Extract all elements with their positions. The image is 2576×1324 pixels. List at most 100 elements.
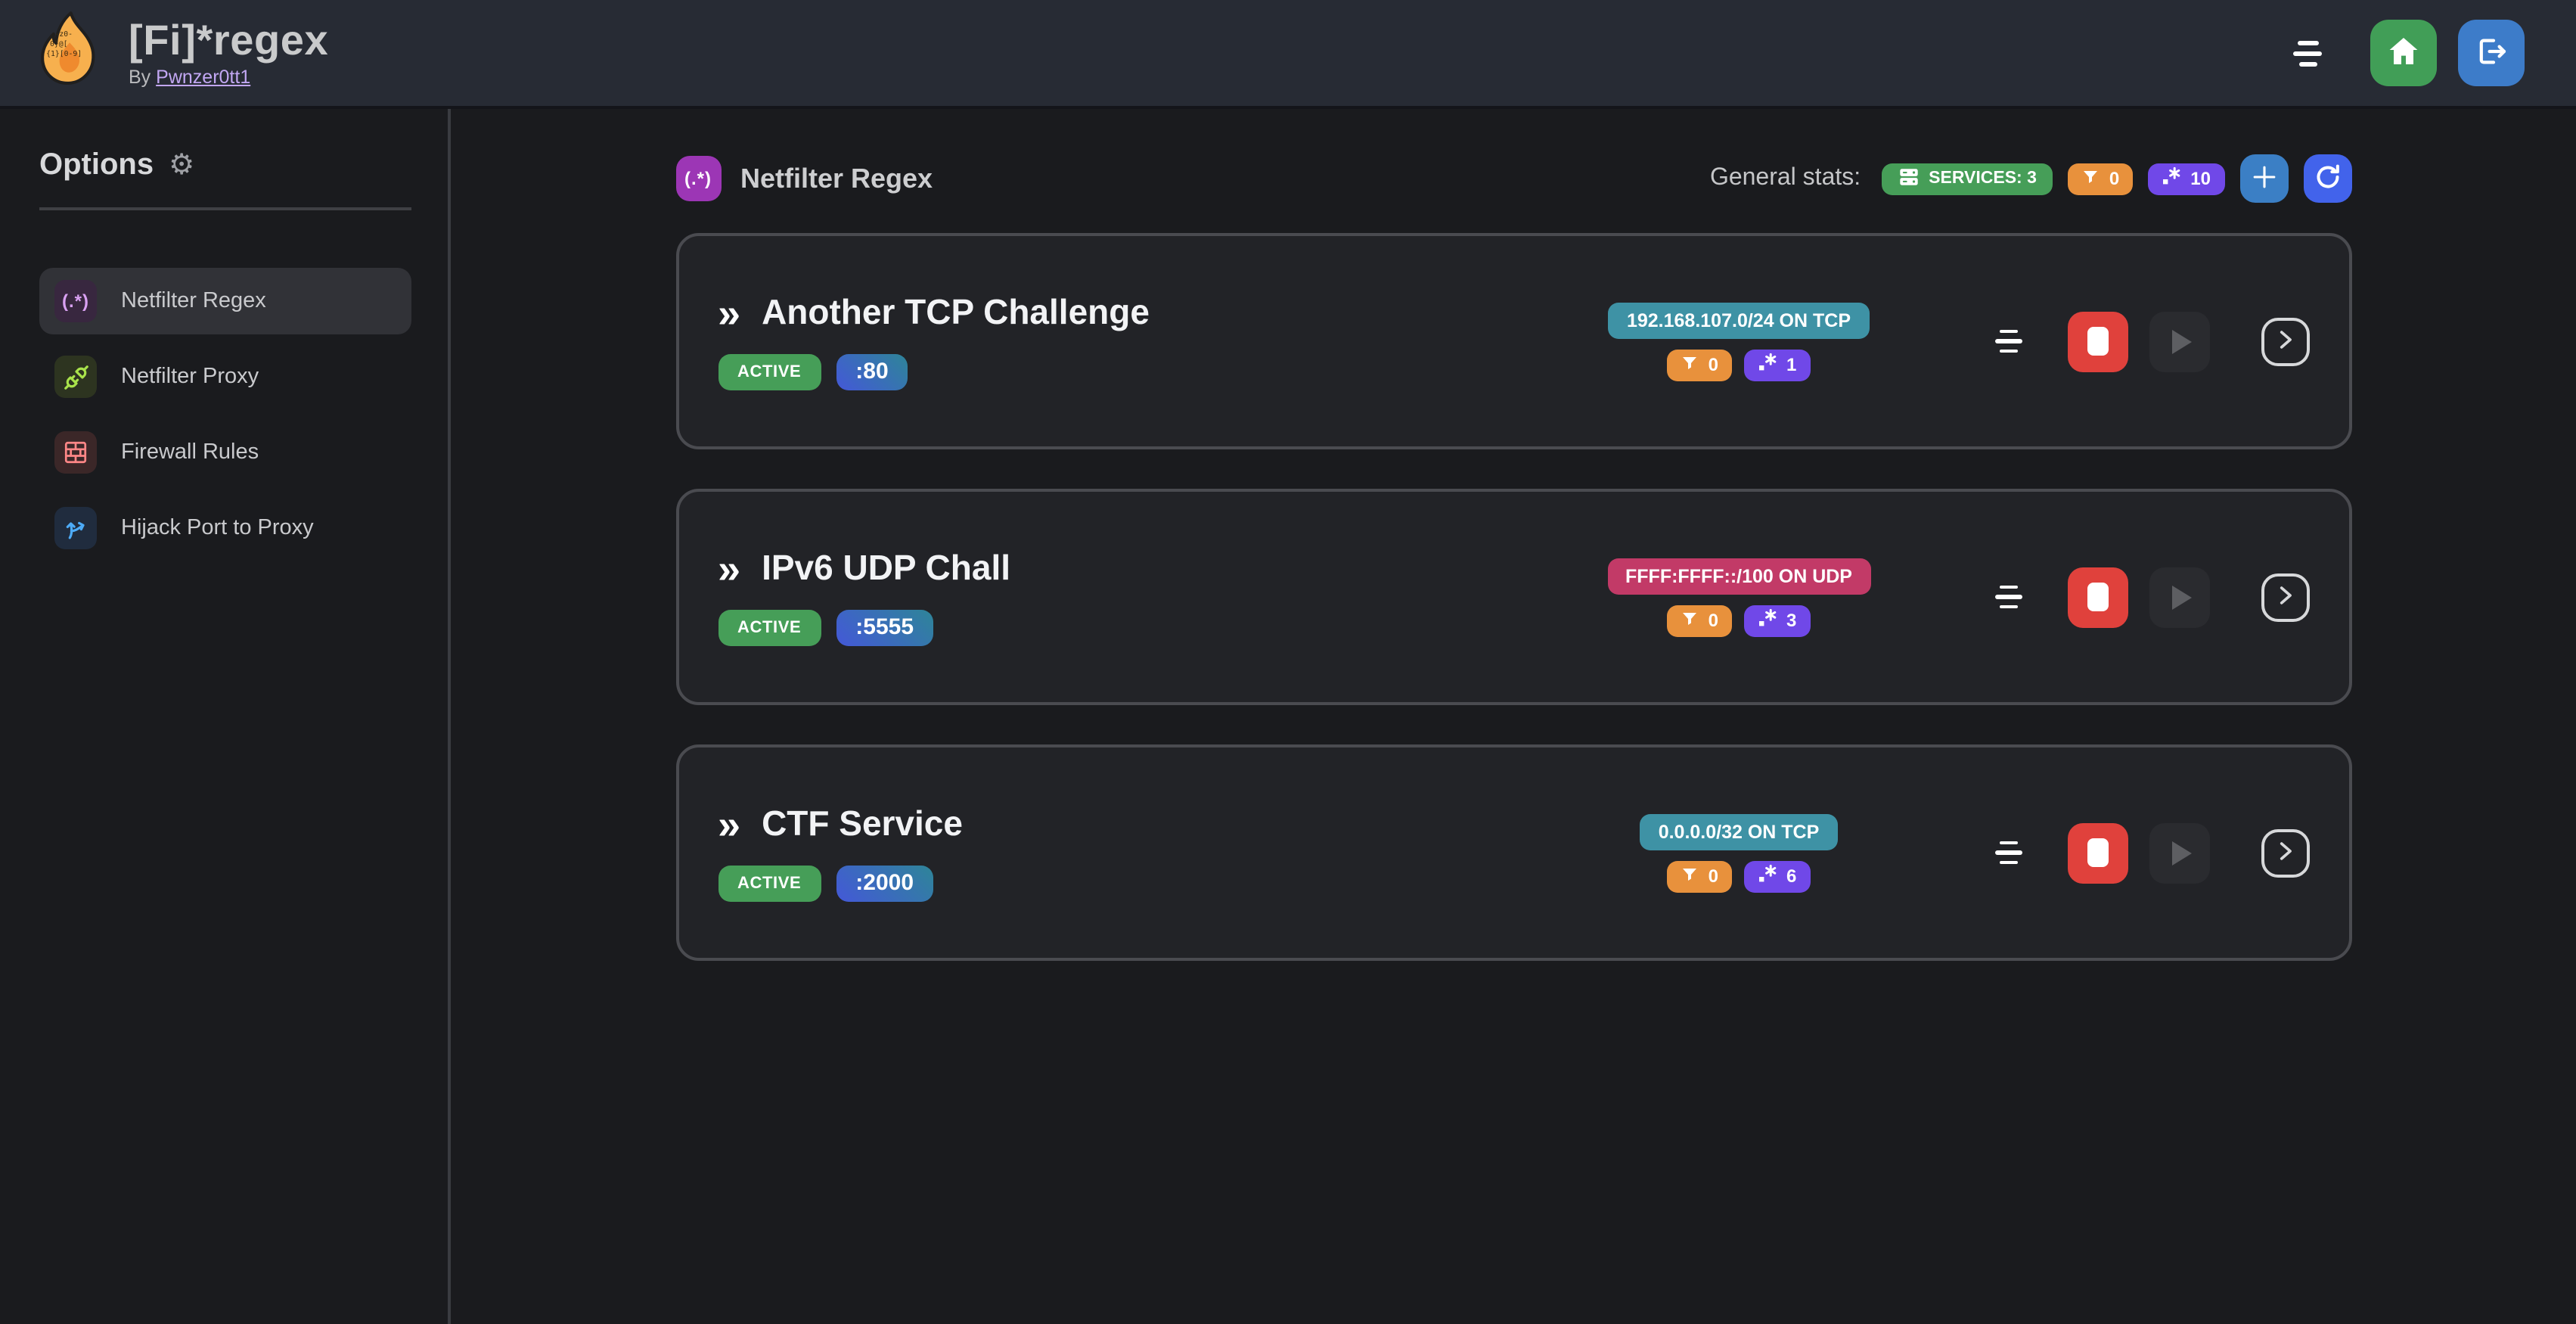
- sidebar-divider: [39, 207, 411, 210]
- svg-text:{1}[0-9]: {1}[0-9]: [46, 49, 82, 57]
- service-title: CTF Service: [762, 803, 963, 844]
- service-list: » Another TCP Challenge ACTIVE :80 192.1…: [675, 233, 2351, 961]
- service-address-badge: 0.0.0.0/32 ON TCP: [1640, 813, 1838, 850]
- stop-icon: [2087, 327, 2108, 356]
- sidebar-item-label: Netfilter Proxy: [121, 365, 259, 389]
- brand: -z0- 0}@[ {1}[0-9] [Fi]*regex By Pwnzer0…: [30, 10, 2287, 96]
- regex-asterisk-icon: [1758, 864, 1777, 888]
- options-label: Options: [39, 148, 154, 182]
- home-button[interactable]: [2370, 20, 2437, 86]
- stop-icon: [2087, 583, 2108, 611]
- filters-count-label: 0: [2109, 168, 2120, 189]
- chevron-right-icon: [2272, 838, 2298, 868]
- service-card-right: FFFF:FFFF::/100 ON UDP 0: [1550, 558, 2309, 636]
- service-card: » IPv6 UDP Chall ACTIVE :5555 FFFF:FFFF:…: [675, 489, 2351, 705]
- plug-icon: [54, 356, 97, 398]
- service-regex-badge: 6: [1744, 860, 1811, 892]
- svg-text:0}@[: 0}@[: [50, 39, 67, 48]
- service-port-badge: :5555: [836, 609, 934, 645]
- service-details-button[interactable]: [2261, 828, 2309, 877]
- byline-prefix: By: [129, 67, 151, 89]
- sidebar-nav: (.*) Netfilter Regex Netfilter Proxy: [39, 268, 411, 561]
- sidebar-item-label: Hijack Port to Proxy: [121, 516, 314, 540]
- stats-label: General stats:: [1709, 165, 1861, 191]
- stop-service-button[interactable]: [2067, 822, 2128, 883]
- page-title: Netfilter Regex: [740, 163, 933, 193]
- service-card-left: » IPv6 UDP Chall ACTIVE :5555: [718, 548, 1010, 645]
- service-title: Another TCP Challenge: [762, 292, 1150, 332]
- service-regex-count: 3: [1786, 610, 1797, 631]
- service-menu-icon[interactable]: [1988, 580, 2028, 615]
- service-address-badge: 192.168.107.0/24 ON TCP: [1608, 302, 1869, 338]
- header-actions: [2287, 20, 2525, 86]
- sidebar-item-hijack-port-to-proxy[interactable]: Hijack Port to Proxy: [39, 495, 411, 561]
- service-details-button[interactable]: [2261, 317, 2309, 365]
- play-icon: [2171, 329, 2191, 353]
- play-icon: [2171, 585, 2191, 609]
- double-chevron-icon: »: [718, 290, 741, 335]
- service-filter-badge: 0: [1667, 349, 1732, 381]
- service-status-badge: ACTIVE: [718, 865, 821, 901]
- logout-icon: [2473, 33, 2509, 73]
- service-filter-badge: 0: [1667, 605, 1732, 636]
- service-menu-icon[interactable]: [1988, 324, 2028, 359]
- start-service-button[interactable]: [2149, 311, 2209, 371]
- funnel-icon: [1681, 609, 1699, 632]
- title-block: [Fi]*regex By Pwnzer0tt1: [129, 16, 329, 89]
- service-card-right: 192.168.107.0/24 ON TCP 0: [1550, 302, 2309, 381]
- double-chevron-icon: »: [718, 801, 741, 847]
- general-stats: General stats: SERVICES: 3: [1710, 154, 2351, 203]
- play-icon: [2171, 841, 2191, 865]
- service-regex-count: 6: [1786, 866, 1797, 887]
- start-service-button[interactable]: [2149, 567, 2209, 627]
- service-card: » Another TCP Challenge ACTIVE :80 192.1…: [675, 233, 2351, 449]
- service-port-badge: :80: [836, 353, 908, 390]
- regex-asterisk-icon: [1758, 608, 1777, 632]
- service-filter-count: 0: [1708, 610, 1718, 631]
- server-icon: [1898, 166, 1920, 191]
- regex-icon: (.*): [54, 280, 97, 322]
- svg-text:-z0-: -z0-: [55, 30, 73, 38]
- service-menu-icon[interactable]: [1988, 835, 2028, 871]
- service-card-left: » CTF Service ACTIVE :2000: [718, 801, 963, 901]
- service-regex-badge: 1: [1744, 349, 1811, 381]
- start-service-button[interactable]: [2149, 822, 2209, 883]
- sidebar-item-firewall-rules[interactable]: Firewall Rules: [39, 419, 411, 486]
- regexes-count-label: 10: [2190, 168, 2211, 189]
- regexes-count-badge: 10: [2148, 163, 2224, 194]
- logout-button[interactable]: [2458, 20, 2525, 86]
- app-title: [Fi]*regex: [129, 16, 329, 64]
- home-icon: [2385, 33, 2422, 73]
- sidebar-item-netfilter-regex[interactable]: (.*) Netfilter Regex: [39, 268, 411, 334]
- service-regex-count: 1: [1786, 354, 1797, 375]
- menu-icon[interactable]: [2287, 34, 2328, 72]
- author-link[interactable]: Pwnzer0tt1: [156, 67, 251, 89]
- service-status-badge: ACTIVE: [718, 609, 821, 645]
- regex-asterisk-icon: [1758, 353, 1777, 377]
- service-card-right: 0.0.0.0/32 ON TCP 0: [1550, 813, 2309, 892]
- service-card: » CTF Service ACTIVE :2000 0.0.0.0/32 ON…: [675, 744, 2351, 961]
- services-count-badge: SERVICES: 3: [1882, 163, 2053, 194]
- service-filter-count: 0: [1708, 866, 1718, 887]
- stop-icon: [2087, 838, 2108, 867]
- regex-asterisk-icon: [2162, 166, 2181, 191]
- options-heading: Options ⚙: [39, 148, 411, 183]
- funnel-icon: [1681, 353, 1699, 376]
- split-arrows-icon: [54, 507, 97, 549]
- service-address-badge: FFFF:FFFF::/100 ON UDP: [1607, 558, 1870, 594]
- refresh-button[interactable]: [2303, 154, 2351, 203]
- main-content: (.*) Netfilter Regex General stats:: [451, 109, 2576, 1324]
- service-status-badge: ACTIVE: [718, 353, 821, 390]
- flame-logo-icon: -z0- 0}@[ {1}[0-9]: [30, 10, 109, 96]
- services-count-label: SERVICES: 3: [1929, 169, 2037, 188]
- service-filter-badge: 0: [1667, 860, 1732, 892]
- sidebar-item-label: Netfilter Regex: [121, 289, 266, 313]
- stop-service-button[interactable]: [2067, 311, 2128, 371]
- byline: By Pwnzer0tt1: [129, 67, 328, 88]
- service-card-left: » Another TCP Challenge ACTIVE :80: [718, 290, 1150, 390]
- service-details-button[interactable]: [2261, 573, 2309, 621]
- stop-service-button[interactable]: [2067, 567, 2128, 627]
- add-service-button[interactable]: [2239, 154, 2288, 203]
- sidebar-item-netfilter-proxy[interactable]: Netfilter Proxy: [39, 343, 411, 410]
